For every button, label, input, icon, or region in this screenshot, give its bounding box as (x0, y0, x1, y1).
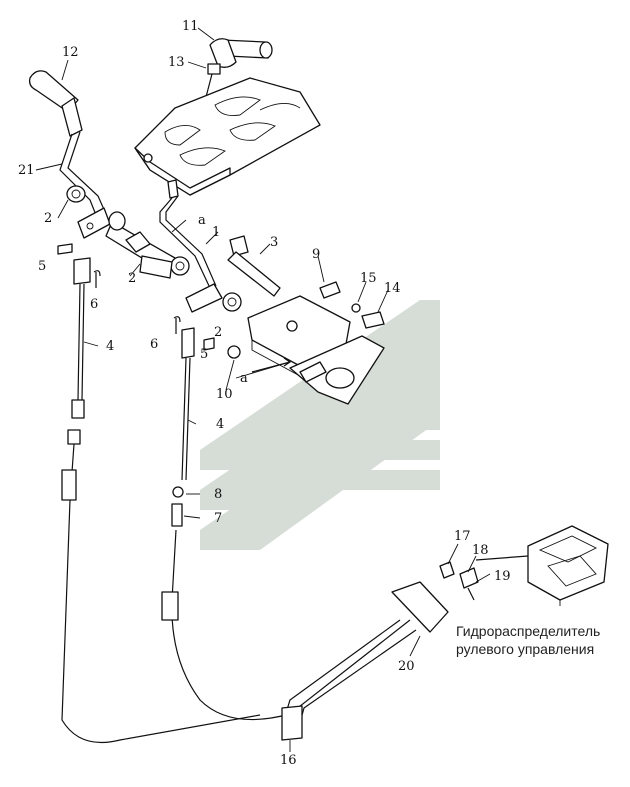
label-2c: 2 (214, 325, 222, 340)
label-5a: 5 (38, 259, 46, 274)
label-3: 3 (270, 235, 278, 250)
shift-cover (134, 77, 321, 196)
bolt-14 (361, 311, 385, 329)
label-2a: 2 (44, 211, 52, 226)
lever-end-21 (77, 207, 111, 239)
label-7: 7 (214, 511, 222, 526)
label-4a: 4 (106, 339, 114, 354)
label-10: 10 (216, 387, 233, 402)
label-5b: 5 (200, 347, 208, 362)
label-14: 14 (384, 281, 401, 296)
cable-4-right (161, 327, 411, 721)
label-8: 8 (214, 487, 222, 502)
bushing-2a (66, 185, 86, 203)
caption-line-1: Гидрораспределитель (456, 623, 600, 639)
label-16: 16 (280, 753, 297, 768)
part-16 (281, 705, 303, 741)
label-4b: 4 (216, 417, 224, 432)
label-20: 20 (398, 659, 415, 674)
bolt-9 (319, 281, 341, 299)
part-19 (467, 587, 475, 601)
label-2b: 2 (128, 271, 136, 286)
lever-1 (159, 179, 223, 313)
bolt-5a (57, 243, 73, 255)
pin-3 (227, 235, 281, 297)
leader-lines (35, 27, 561, 752)
collar-2 (139, 255, 173, 279)
lever-12 (28, 70, 107, 221)
arrow-a (251, 357, 292, 373)
caption-line-2: рулевого управления (456, 641, 594, 657)
label-19: 19 (494, 569, 511, 584)
label-a2: a (240, 371, 248, 386)
bushing-2c (222, 292, 242, 312)
bracket-plate (247, 295, 385, 405)
label-1: 1 (212, 225, 220, 240)
label-12: 12 (62, 45, 79, 60)
label-18: 18 (472, 543, 489, 558)
nut-13 (207, 63, 221, 75)
label-13: 13 (168, 55, 185, 70)
label-17: 17 (454, 529, 471, 544)
pin-6b (173, 316, 181, 334)
washer-15 (351, 303, 361, 313)
label-9: 9 (312, 247, 320, 262)
label-11: 11 (182, 19, 199, 34)
cable-4-left (61, 257, 261, 744)
nut-10 (227, 345, 241, 359)
bushing-2b (125, 231, 151, 253)
label-6a: 6 (90, 297, 98, 312)
part-17 (439, 561, 455, 579)
steering-valve (527, 525, 609, 601)
handle-knob-11 (209, 38, 273, 68)
label-21: 21 (18, 163, 35, 178)
pin-6a (93, 270, 101, 288)
label-15: 15 (360, 271, 377, 286)
label-a1: a (198, 213, 206, 228)
label-6b: 6 (150, 337, 158, 352)
bolt-5b (203, 337, 215, 351)
